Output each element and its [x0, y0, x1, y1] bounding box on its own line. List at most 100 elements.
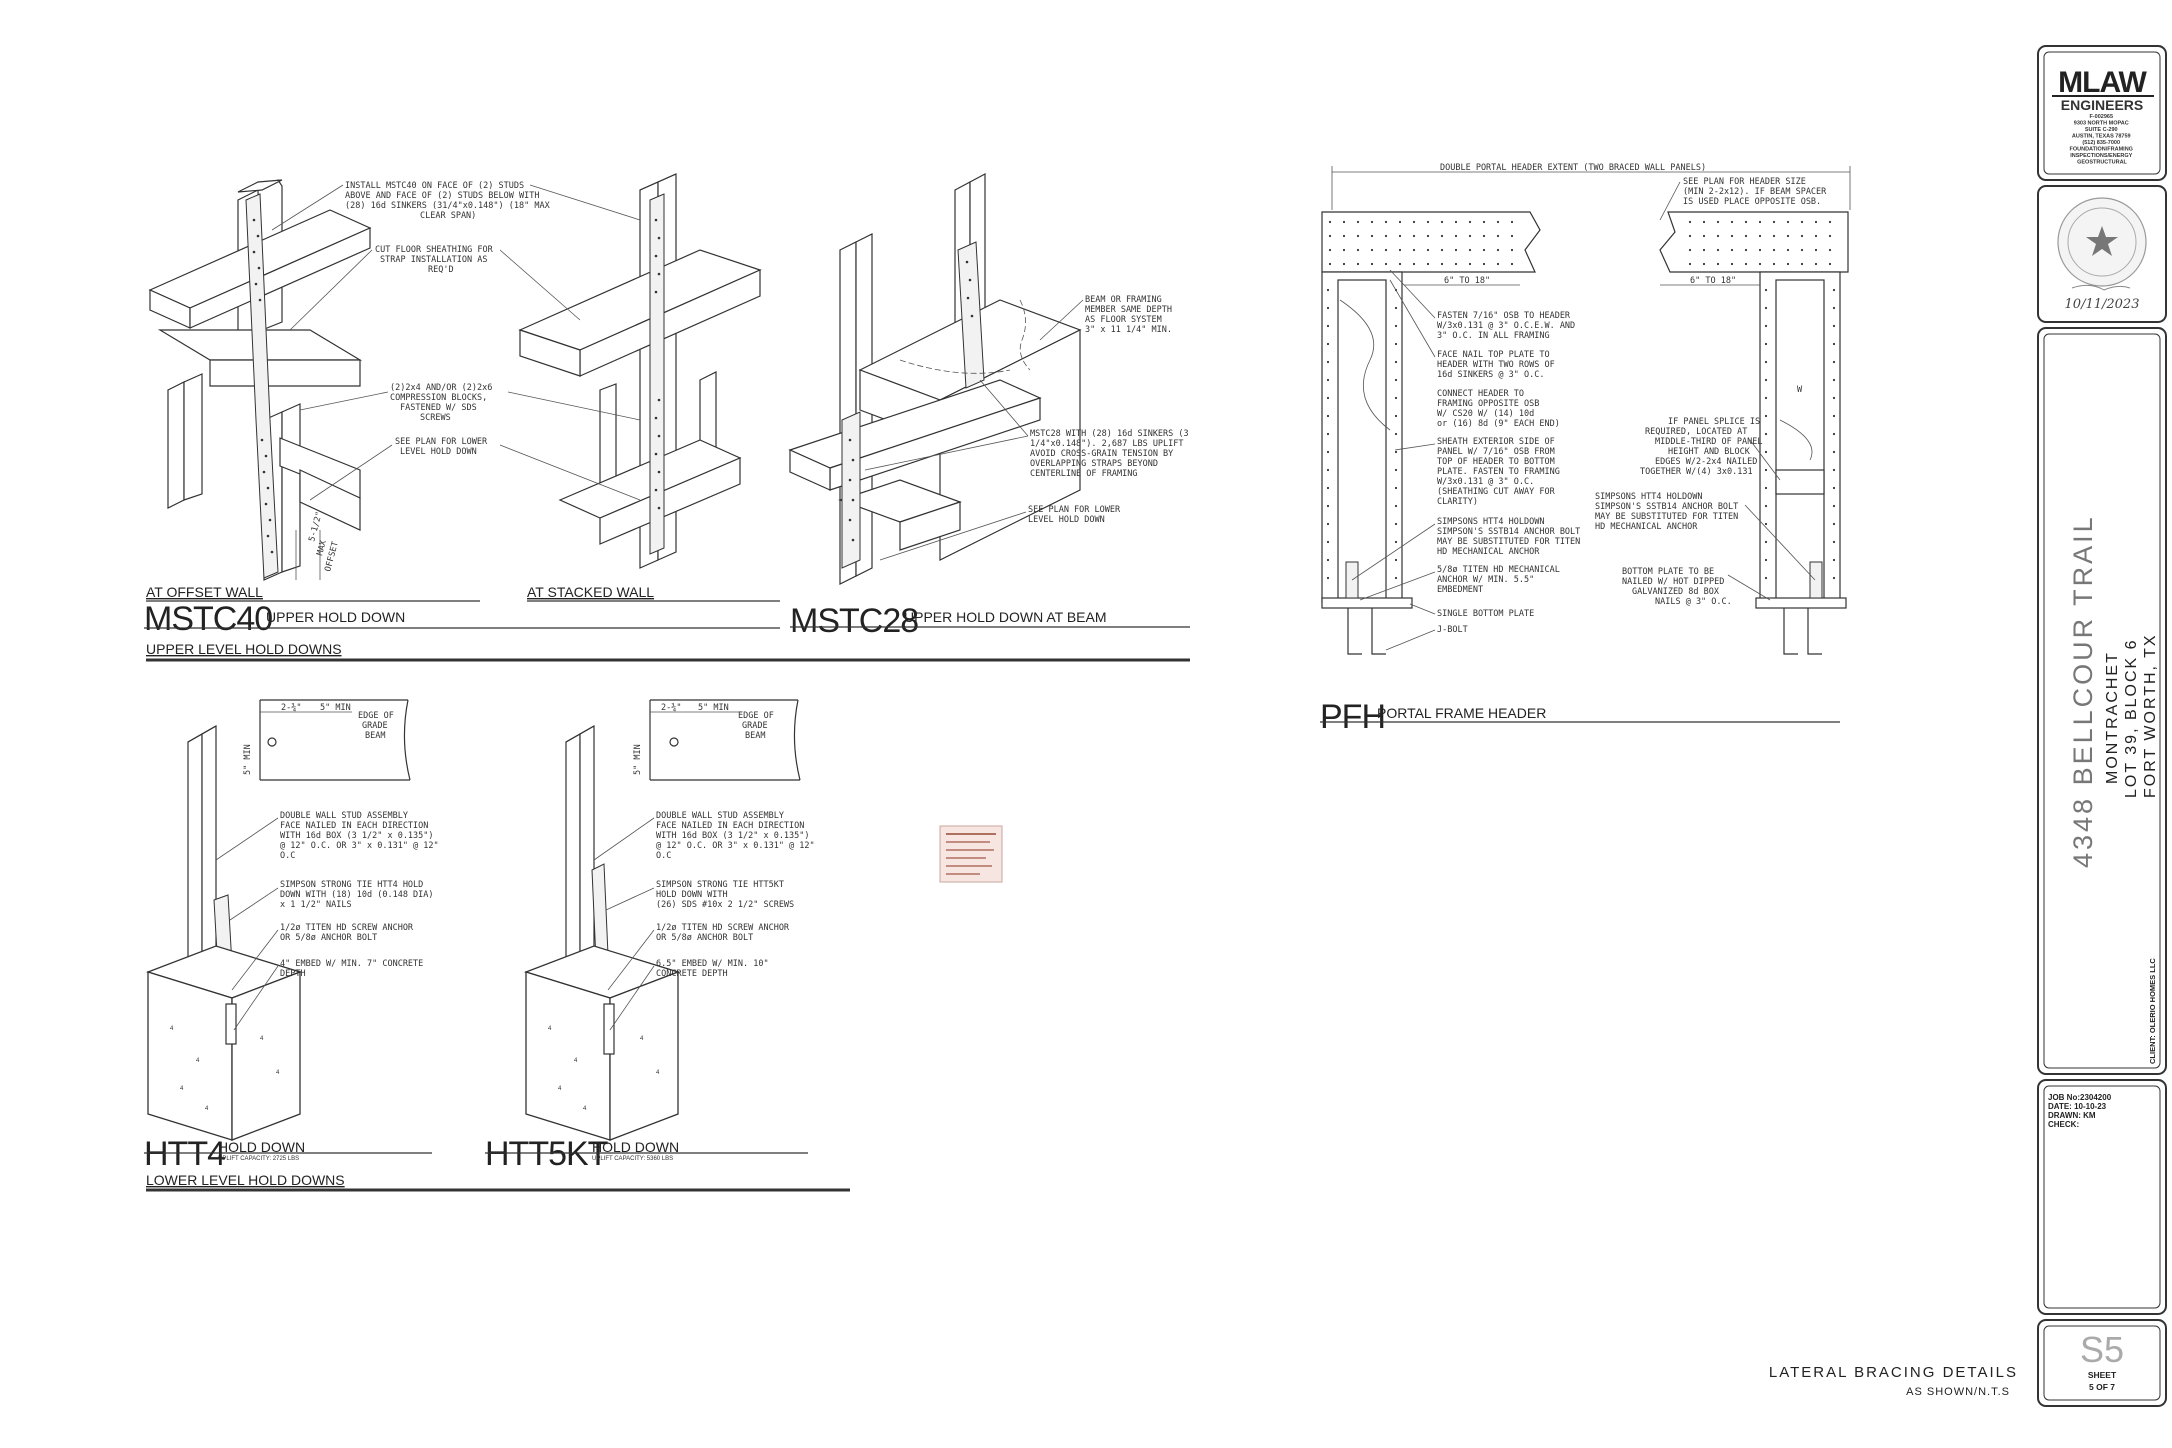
sheet-number: S5 [2080, 1329, 2124, 1370]
nail-dot [1814, 262, 1818, 266]
nail-dot [1828, 262, 1832, 266]
title-block: MLAW ENGINEERS F-002965 9303 NORTH MOPAC… [2037, 45, 2167, 1407]
stacked-strap-nails [654, 218, 661, 510]
nail-dot [1510, 220, 1514, 224]
nail-dot [1342, 220, 1346, 224]
nail-dot [1398, 248, 1402, 252]
svg-text:2-¾": 2-¾" [281, 703, 301, 713]
nail-dot [1384, 220, 1388, 224]
nail-dot [1764, 540, 1768, 544]
nail-dot [1832, 522, 1836, 526]
nail-dot [1800, 220, 1804, 224]
nail-dot [1440, 248, 1444, 252]
nail-dot [1412, 234, 1416, 238]
nail-dot [1814, 234, 1818, 238]
nail-dot [1832, 288, 1836, 292]
nail-dot [1326, 540, 1330, 544]
svg-text:MSTC28 WITH (28) 16d SINKERS (: MSTC28 WITH (28) 16d SINKERS (31/4"x0.14… [1030, 429, 1189, 479]
nail-dot [1832, 342, 1836, 346]
nail-dot [1482, 234, 1486, 238]
pfh-title: PFH [1320, 698, 1385, 736]
mstc28-drawing [788, 173, 1082, 585]
svg-text:5" MIN: 5" MIN [633, 744, 643, 775]
pfh-subtitle: PORTAL FRAME HEADER [1377, 705, 1546, 721]
nail-dot [1764, 576, 1768, 580]
nail-dot [1394, 576, 1398, 580]
nail-dot [1688, 262, 1692, 266]
nail-dot [1496, 220, 1500, 224]
nail-dot [1356, 248, 1360, 252]
project-subdivision: MONTRACHET [2104, 651, 2121, 784]
nail-dot [1832, 486, 1836, 490]
nail-dot [1326, 450, 1330, 454]
htt5kt-concrete-hatch: 44 44 44 [548, 1026, 660, 1112]
nail-dot [1356, 234, 1360, 238]
svg-text:2-¾": 2-¾" [661, 703, 681, 713]
nail-dot [1426, 220, 1430, 224]
svg-text:5-1/2": 5-1/2" [307, 511, 325, 543]
pfh-notes: SEE PLAN FOR HEADER SIZE(MIN 2-2x12). IF… [1351, 177, 1827, 651]
svg-text:4: 4 [205, 1106, 209, 1112]
nail-dot [1764, 342, 1768, 346]
nail-dot [1832, 504, 1836, 508]
nail-dot [1764, 486, 1768, 490]
nail-dot [1764, 468, 1768, 472]
nail-dot [1764, 324, 1768, 328]
nail-dot [1384, 248, 1388, 252]
nail-dot [1468, 248, 1472, 252]
nail-dot [1764, 306, 1768, 310]
nail-dot [1482, 220, 1486, 224]
nail-dot [1800, 234, 1804, 238]
nail-dot [1744, 248, 1748, 252]
nail-dot [1764, 504, 1768, 508]
nail-dot [1326, 432, 1330, 436]
nail-dot [1326, 396, 1330, 400]
nail-dot [1730, 262, 1734, 266]
nail-dot [1772, 262, 1776, 266]
svg-text:6.5" EMBED W/ MIN. 10"CONCRETE: 6.5" EMBED W/ MIN. 10"CONCRETE DEPTH [656, 959, 769, 979]
svg-text:5" MIN: 5" MIN [698, 703, 729, 713]
svg-text:4: 4 [276, 1070, 280, 1076]
nail-dot [1716, 248, 1720, 252]
nail-dot [1426, 248, 1430, 252]
svg-text:4: 4 [656, 1070, 660, 1076]
sheet-of: 5 OF 7 [2089, 1382, 2115, 1392]
upper-level-heading: UPPER LEVEL HOLD DOWNS [146, 641, 342, 657]
nail-dot [1394, 504, 1398, 508]
nail-dot [1370, 234, 1374, 238]
nail-dot [1468, 262, 1472, 266]
nail-dot [1764, 396, 1768, 400]
nail-dot [1510, 234, 1514, 238]
svg-text:4: 4 [548, 1026, 552, 1032]
nail-dot [1764, 432, 1768, 436]
svg-text:J-BOLT: J-BOLT [1437, 625, 1468, 635]
project-city: FORT WORTH, TX [2142, 633, 2159, 798]
nail-dot [1832, 558, 1836, 562]
nail-dot [1394, 360, 1398, 364]
nail-dot [1744, 234, 1748, 238]
svg-text:INSTALL MSTC40 ON FACE OF (2): INSTALL MSTC40 ON FACE OF (2) STUDSABOVE… [345, 181, 551, 221]
seal-date: 10/11/2023 [2065, 297, 2140, 312]
nail-dot [1440, 220, 1444, 224]
nail-dot [1412, 248, 1416, 252]
stamp-thumbnail [939, 825, 1003, 883]
nail-dot [1772, 234, 1776, 238]
htt4-capacity: UPLIFT CAPACITY: 2725 LBS [218, 1156, 299, 1162]
nail-dot [1832, 306, 1836, 310]
nail-dot [1468, 220, 1472, 224]
nail-dot [1356, 262, 1360, 266]
nail-dot [1426, 262, 1430, 266]
nail-dot [1758, 234, 1762, 238]
